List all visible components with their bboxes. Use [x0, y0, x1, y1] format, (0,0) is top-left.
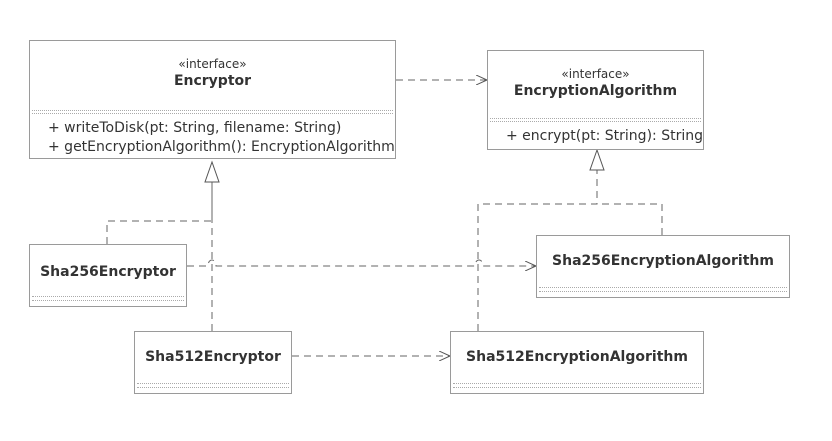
class-encryptor[interactable]: «interface» Encryptor + writeToDisk(pt: … — [29, 40, 396, 159]
compartment-divider — [32, 110, 393, 111]
compartment-divider — [539, 287, 787, 288]
class-sha512-encryption-algorithm[interactable]: Sha512EncryptionAlgorithm — [450, 331, 704, 394]
compartment-divider — [32, 113, 393, 114]
realization-sha256-encryptor — [106, 182, 213, 244]
compartment-divider — [32, 300, 184, 301]
class-sha256-encryption-algorithm[interactable]: Sha256EncryptionAlgorithm — [536, 235, 790, 298]
compartment-divider — [539, 291, 787, 292]
realization-sha256-algorithm — [597, 203, 663, 235]
realization-arrowhead-encryptor — [204, 160, 220, 183]
compartment-divider — [32, 296, 184, 297]
class-name: Encryptor — [173, 73, 252, 89]
operation-encrypt: + encrypt(pt: String): String — [506, 128, 703, 144]
compartment-divider — [137, 383, 289, 384]
class-sha256-encryptor[interactable]: Sha256Encryptor — [29, 244, 187, 307]
class-name: Sha256EncryptionAlgorithm — [552, 253, 774, 269]
realization-sha512-algorithm — [477, 170, 598, 331]
compartment-divider — [490, 121, 701, 122]
class-sha512-encryptor[interactable]: Sha512Encryptor — [134, 331, 292, 394]
class-name: Sha512Encryptor — [145, 349, 281, 365]
compartment-divider — [453, 383, 701, 384]
dependency-sha256 — [187, 259, 536, 266]
stereotype-label: «interface» — [561, 67, 630, 81]
class-name: Sha256Encryptor — [40, 264, 176, 280]
compartment-divider — [137, 387, 289, 388]
compartment-divider — [490, 118, 701, 119]
realization-arrowhead-algorithm — [589, 148, 605, 171]
operation-write-to-disk: + writeToDisk(pt: String, filename: Stri… — [48, 120, 342, 136]
class-name: EncryptionAlgorithm — [513, 83, 678, 99]
compartment-divider — [453, 387, 701, 388]
class-encryption-algorithm[interactable]: «interface» EncryptionAlgorithm + encryp… — [487, 50, 704, 150]
class-name: Sha512EncryptionAlgorithm — [466, 349, 688, 365]
stereotype-label: «interface» — [178, 57, 247, 71]
operation-get-encryption-algorithm: + getEncryptionAlgorithm(): EncryptionAl… — [48, 139, 395, 155]
